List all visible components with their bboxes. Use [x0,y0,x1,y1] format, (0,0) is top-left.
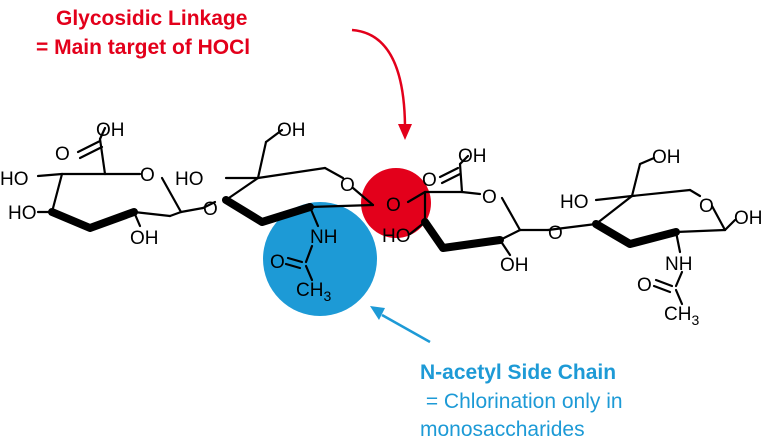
oh-label-ring3-c2: OH [500,255,529,276]
acetyl-callout-arrow [381,313,431,344]
o-label-acetyl-ring2: O [270,252,285,273]
oh-label-cooh-1: OH [96,120,125,141]
glycosidic-bond-1 [201,200,217,210]
n-acetyl-highlight-circle [263,202,377,316]
oh-label-ring1-c2: OH [130,228,159,249]
o-label-ring-1: O [140,165,155,186]
glycosidic-callout-arrow [351,28,407,127]
ch3-label-ring4: CH3 [664,304,699,328]
oh-label-cooh-2: OH [458,146,487,167]
ho-label-ring2-c4: HO [175,169,204,190]
ring-2-n-acetylglucosamine [222,128,375,282]
glycosidic-callout-title: Glycosidic Linkage [56,7,247,30]
o-label-ring-2: O [340,175,355,196]
nh-label-ring4: NH [665,254,692,275]
ch3-label-ring2: CH3 [296,280,331,304]
o-label-ring-4: O [699,196,714,217]
oh-label-ring4-c1: OH [734,208,763,229]
ho-label-ring1-c3: HO [8,203,37,224]
acetyl-arrowhead [370,306,385,320]
ho-label-ring4-c4: HO [560,192,589,213]
ring-4-n-acetylglucosamine [592,156,737,306]
ring-3-glucuronic-acid [406,154,550,257]
nh-label-ring2: NH [310,227,337,248]
ring-1-glucuronic-acid [36,126,205,232]
acetyl-callout-line2: = Chlorination only in [420,390,623,413]
o-label-acetyl-ring4: O [637,275,652,296]
o-label-glycosidic-3: O [548,223,563,244]
glycosidic-bond-3 [546,222,598,232]
glycosidic-arrowhead [398,124,412,140]
oh-label-ring2-ch2oh: OH [277,120,306,141]
glycosidic-callout-subtitle: = Main target of HOCl [36,36,250,59]
acetyl-callout-title: N-acetyl Side Chain [420,361,616,384]
o-label-ring-3: O [482,187,497,208]
oh-label-ring4-ch2oh: OH [652,147,681,168]
o-label-glycosidic-2: O [386,195,401,216]
ho-label-ring1-c4: HO [0,169,29,190]
ho-label-ring3-c3: HO [382,226,411,247]
o-label-carbonyl-1: O [55,144,70,165]
glycosidic-linkage-highlight-circle [361,168,431,238]
o-label-carbonyl-2: O [422,170,437,191]
o-label-glycosidic-1: O [203,199,218,220]
acetyl-callout-line3: monosaccharides [420,418,585,441]
